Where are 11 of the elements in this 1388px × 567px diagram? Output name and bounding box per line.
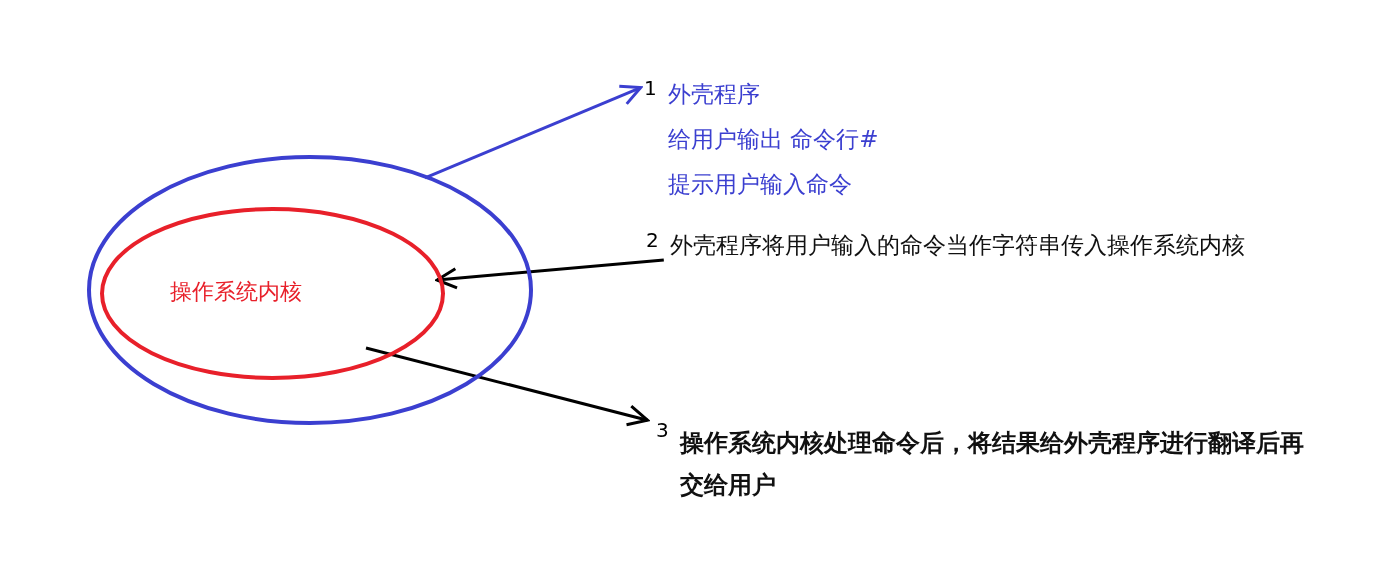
callout-number: 2 [646, 228, 659, 252]
text-label: 操作系统内核 [170, 278, 302, 306]
callout-number: 1 [644, 76, 657, 100]
text-label: 外壳程序将用户输入的命令当作字符串传入操作系统内核 [670, 231, 1246, 260]
arrow [435, 258, 664, 290]
arrow [365, 346, 649, 427]
text-label: 提示用户输入命令 [668, 170, 853, 199]
text-label: 给用户输出 命令行# [668, 125, 880, 154]
text-label: 外壳程序 [668, 80, 761, 109]
callout-number: 3 [656, 418, 669, 442]
text-label: 操作系统内核处理命令后，将结果给外壳程序进行翻译后再交给用户 [680, 428, 1305, 501]
